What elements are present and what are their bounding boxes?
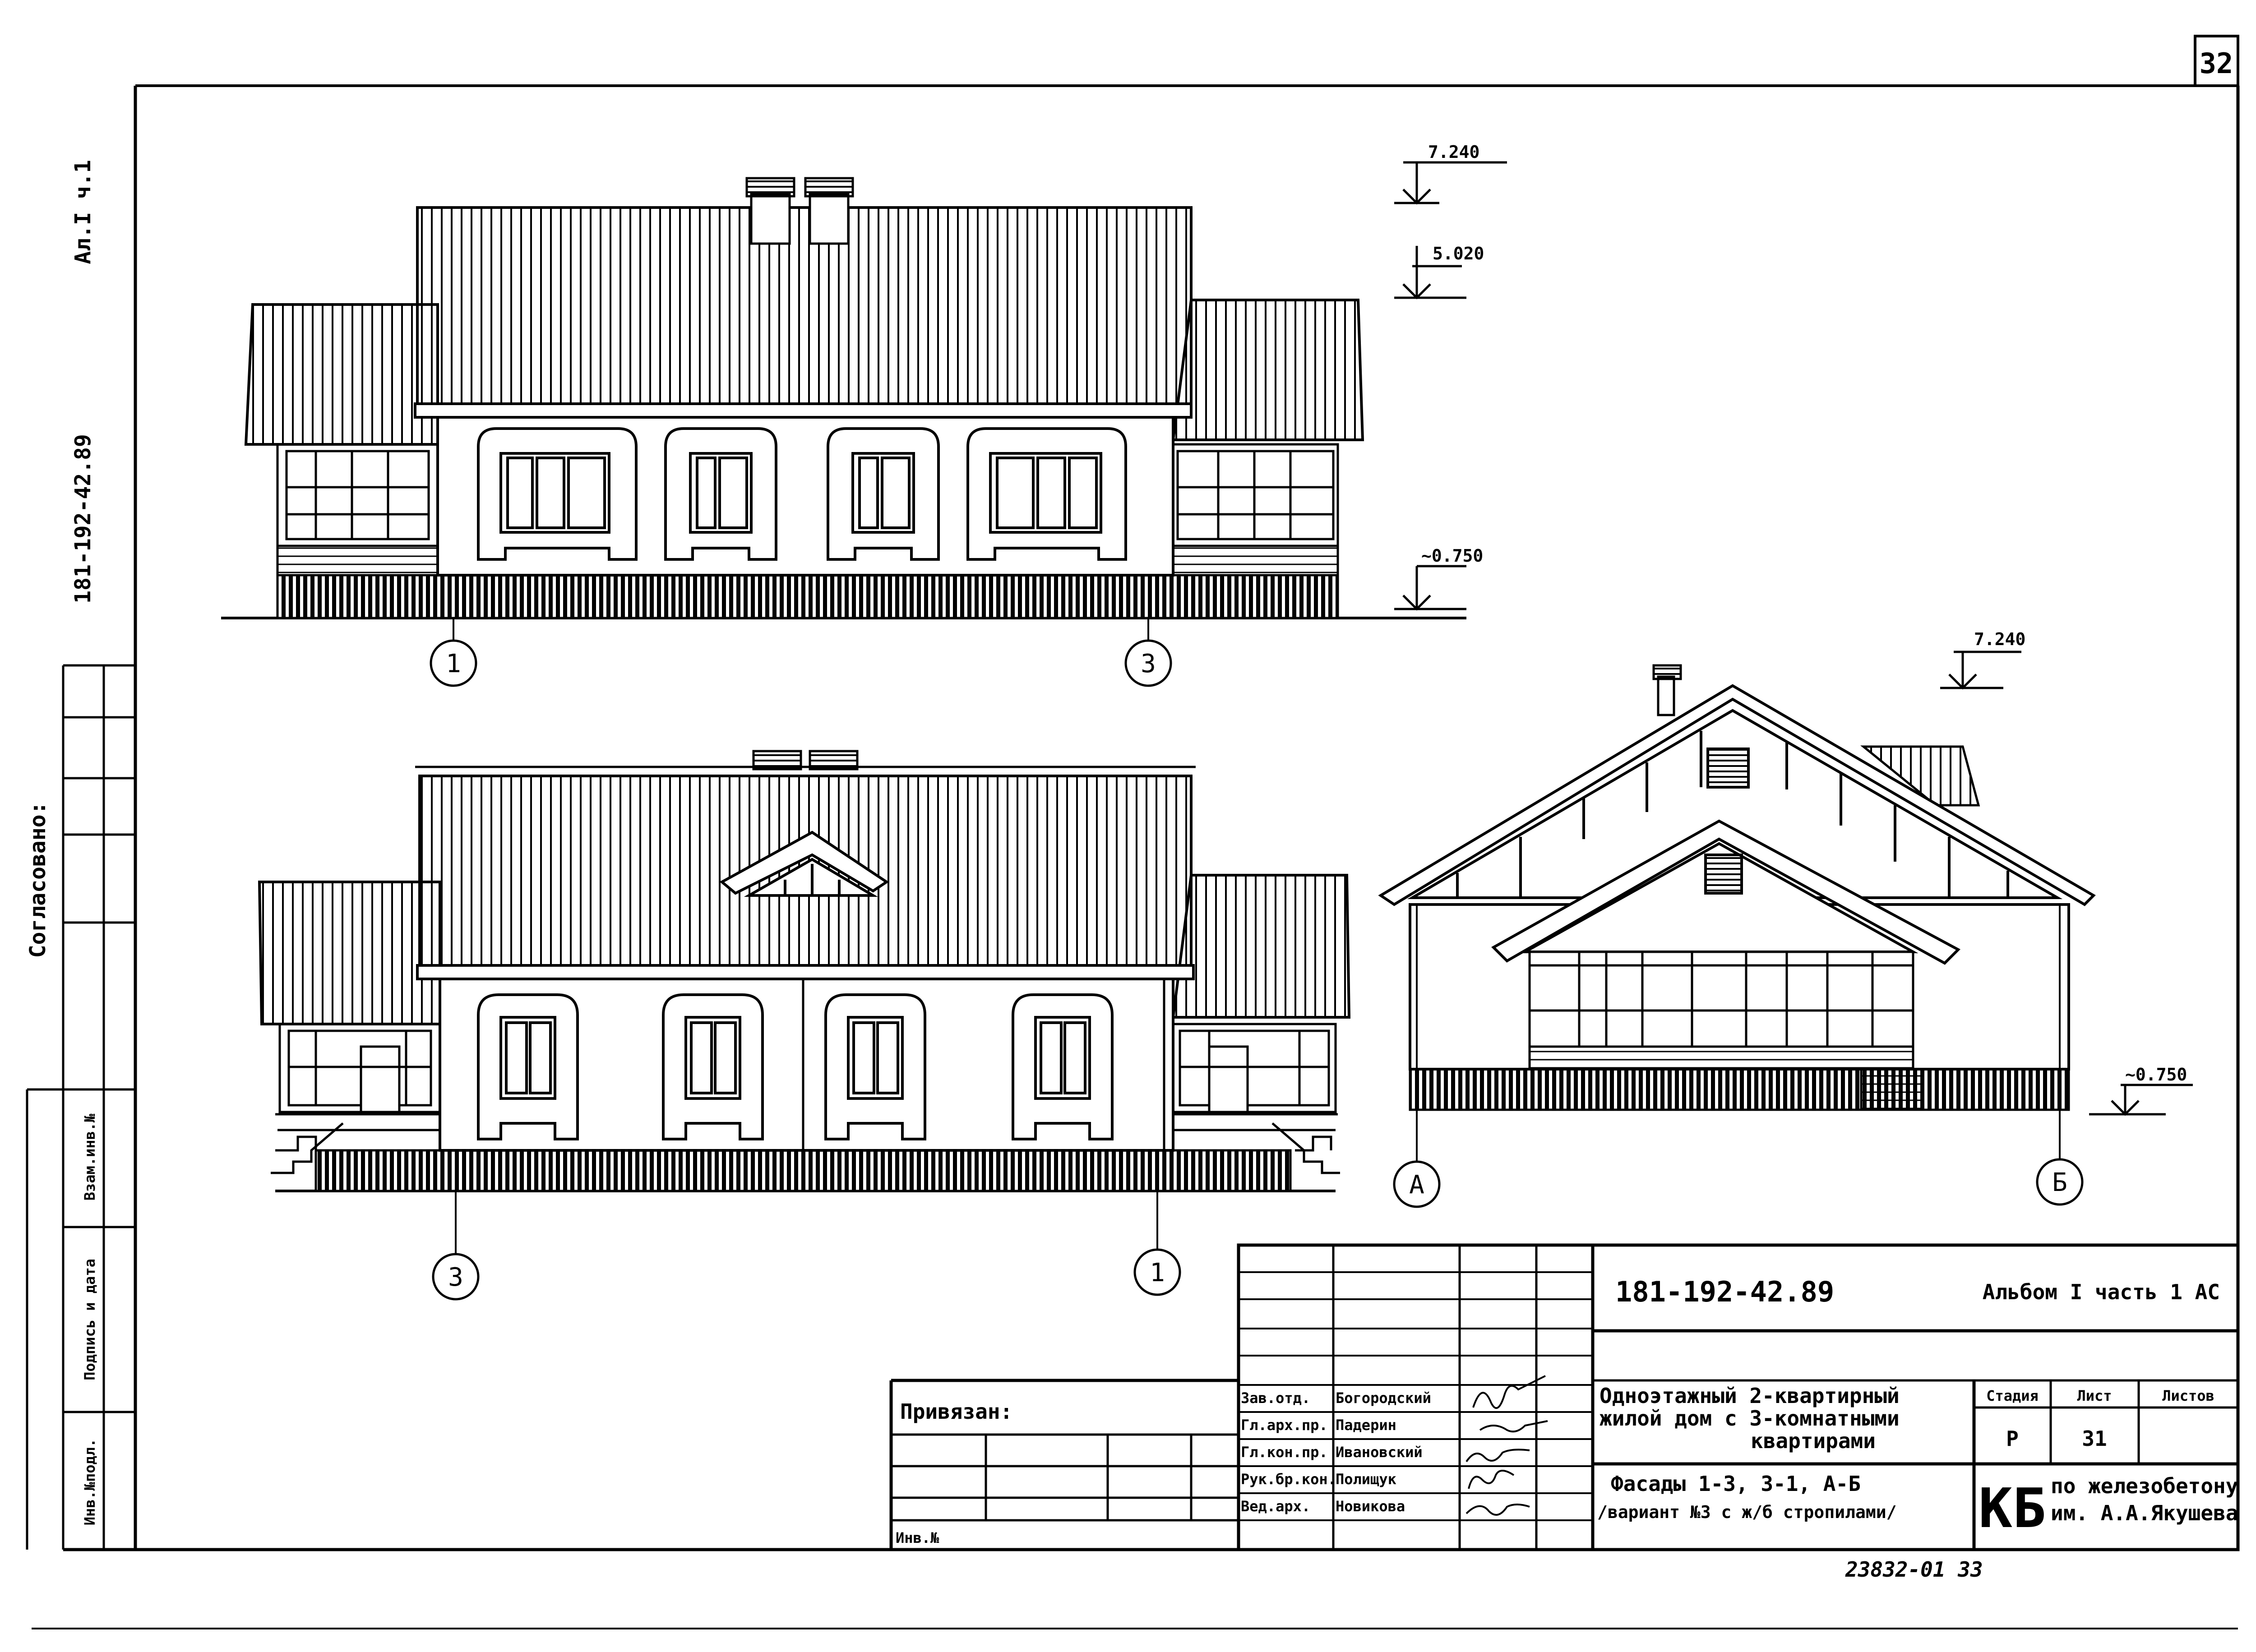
level-marks (1394, 161, 1507, 611)
facade-a-b: А Б 7.240 ~0.750 (1378, 629, 2193, 1208)
staff-name: Падерин (1336, 1417, 1396, 1434)
level-mark-label: 5.020 (1433, 244, 1484, 263)
side-doc-code: 181-192-42.89 (70, 434, 96, 604)
side-strip (26, 664, 135, 1550)
level-mark-label: 7.240 (1974, 629, 2025, 649)
org-name: по железобетону (2051, 1474, 2238, 1498)
level-mark-label: ~0.750 (2125, 1065, 2187, 1084)
left-wing-roof (244, 303, 439, 446)
axis-label: 3 (1141, 649, 1156, 678)
right-wing-roof (1171, 874, 1351, 1019)
window-row (477, 427, 1127, 561)
facade-1-3: 1 3 7.240 5.020 ~0.750 (221, 142, 1507, 687)
axis-label: 3 (448, 1263, 463, 1292)
staff-role: Гл.кон.пр. (1241, 1444, 1328, 1461)
agreed-label: Согласовано: (25, 802, 51, 958)
inv-orig-label: Инв.№подл. (81, 1439, 98, 1526)
plinth (276, 574, 1339, 619)
stage-value: Р (2006, 1426, 2019, 1451)
staff-name: Новикова (1336, 1498, 1405, 1515)
album-part: Альбом I часть 1 АС (1983, 1280, 2220, 1304)
axis-lines (453, 618, 1149, 641)
left-wing (276, 443, 439, 577)
bound-label: Привязан: (900, 1399, 1012, 1424)
level-mark-label: 7.240 (1428, 142, 1479, 162)
staff-name: Богородский (1336, 1389, 1431, 1407)
doc-code: 181-192-42.89 (1615, 1275, 1834, 1308)
org-logo: КБ (1979, 1477, 2046, 1540)
plinth (314, 1149, 1292, 1192)
main-roof (416, 206, 1193, 410)
sheet-title: Фасады 1-3, 3-1, А-Б (1611, 1472, 1861, 1496)
replaced-inv-label: Взам.инв.№ (81, 1113, 98, 1200)
album-part-label: Ал.I ч.1 (70, 160, 96, 264)
axis-label: А (1409, 1170, 1424, 1200)
facade-3-1: 3 1 (258, 750, 1351, 1301)
staff-role: Вед.арх. (1241, 1498, 1310, 1515)
footer-number: 23832-01 33 (1845, 1557, 1983, 1582)
org-name: им. А.А.Якушева (2051, 1501, 2238, 1525)
left-porch (271, 1023, 441, 1174)
sheet-value: 31 (2082, 1426, 2107, 1451)
staff-name: Ивановский (1336, 1444, 1423, 1461)
axis-label: 1 (446, 649, 461, 678)
chimneys (745, 177, 854, 245)
level-mark-label: ~0.750 (1421, 546, 1483, 566)
staff-role: Зав.отд. (1241, 1389, 1310, 1407)
project-title: жилой дом с 3-комнатными (1600, 1406, 1900, 1431)
sheet-header: Лист (2077, 1387, 2112, 1404)
right-wing-roof (1171, 299, 1364, 441)
staff-name: Полищук (1336, 1471, 1396, 1488)
page-number: 32 (2200, 47, 2233, 80)
veranda-glazing (1528, 951, 1923, 1111)
staff-role: Рук.бр.кон. (1241, 1471, 1336, 1488)
roof-eave (414, 402, 1193, 419)
inv-label: Инв.№ (896, 1529, 939, 1546)
title-block-lines (889, 1243, 2240, 1551)
axis-bubble-1 (430, 639, 477, 687)
stage-header: Стадия (1986, 1387, 2039, 1404)
window-row (477, 993, 1114, 1140)
right-wing (1172, 443, 1339, 577)
project-title: Одноэтажный 2-квартирный (1600, 1384, 1900, 1408)
left-wing-roof (258, 881, 441, 1025)
axis-label: Б (2052, 1168, 2067, 1197)
sheet-title: /вариант №3 с ж/б стропилами/ (1597, 1502, 1896, 1522)
staff-role: Гл.арх.пр. (1241, 1417, 1328, 1434)
axis-label: 1 (1150, 1258, 1165, 1287)
sheets-header: Листов (2162, 1387, 2214, 1404)
project-title: квартирами (1751, 1429, 1876, 1453)
signatures (1465, 1375, 1548, 1516)
plinth (1409, 1068, 2070, 1111)
signature-date-label: Подпись и дата (81, 1259, 98, 1380)
axis-bubble-3 (1124, 639, 1172, 687)
dormer (719, 831, 889, 897)
